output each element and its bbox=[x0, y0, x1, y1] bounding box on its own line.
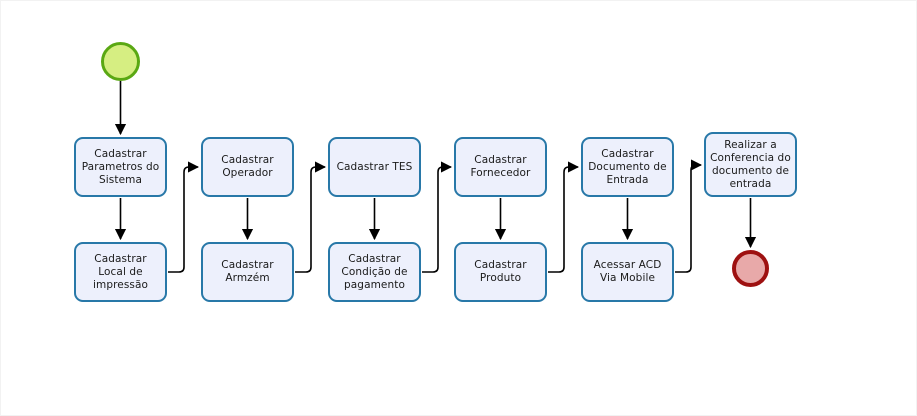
task-label: Acessar ACD Via Mobile bbox=[593, 259, 662, 284]
edge-b2-to-t3 bbox=[295, 161, 327, 273]
task-cadastrar-parametros-do-sistema[interactable]: Cadastrar Parametros do Sistema bbox=[74, 137, 167, 197]
task-label: Cadastrar TES bbox=[336, 160, 413, 173]
task-acessar-acd-via-mobile[interactable]: Acessar ACD Via Mobile bbox=[581, 242, 674, 302]
task-cadastrar-local-de-impressao[interactable]: Cadastrar Local de impressão bbox=[74, 242, 167, 302]
task-label: Cadastrar Fornecedor bbox=[470, 154, 531, 179]
start-event[interactable] bbox=[101, 42, 140, 81]
edge-b4-to-t5 bbox=[548, 161, 580, 273]
task-cadastrar-fornecedor[interactable]: Cadastrar Fornecedor bbox=[454, 137, 547, 197]
task-label: Realizar a Conferencia do documento de e… bbox=[710, 138, 791, 190]
task-label: Cadastrar Local de impressão bbox=[92, 252, 149, 291]
task-label: Cadastrar Armzém bbox=[221, 259, 274, 284]
task-cadastrar-condicao-de-pagamento[interactable]: Cadastrar Condição de pagamento bbox=[328, 242, 421, 302]
task-label: Cadastrar Parametros do Sistema bbox=[81, 147, 160, 186]
task-cadastrar-operador[interactable]: Cadastrar Operador bbox=[201, 137, 294, 197]
edge-b5-to-t6 bbox=[675, 159, 703, 273]
end-event[interactable] bbox=[732, 250, 769, 287]
task-cadastrar-produto[interactable]: Cadastrar Produto bbox=[454, 242, 547, 302]
task-label: Cadastrar Produto bbox=[474, 259, 527, 284]
edge-b1-to-t2 bbox=[168, 161, 200, 273]
task-cadastrar-documento-de-entrada[interactable]: Cadastrar Documento de Entrada bbox=[581, 137, 674, 197]
task-label: Cadastrar Condição de pagamento bbox=[341, 252, 408, 291]
task-cadastrar-tes[interactable]: Cadastrar TES bbox=[328, 137, 421, 197]
task-realizar-conferencia-documento-de-entrada[interactable]: Realizar a Conferencia do documento de e… bbox=[704, 132, 797, 197]
task-label: Cadastrar Operador bbox=[221, 154, 274, 179]
task-cadastrar-armzem[interactable]: Cadastrar Armzém bbox=[201, 242, 294, 302]
task-label: Cadastrar Documento de Entrada bbox=[588, 147, 667, 186]
edge-b3-to-t4 bbox=[422, 161, 453, 273]
